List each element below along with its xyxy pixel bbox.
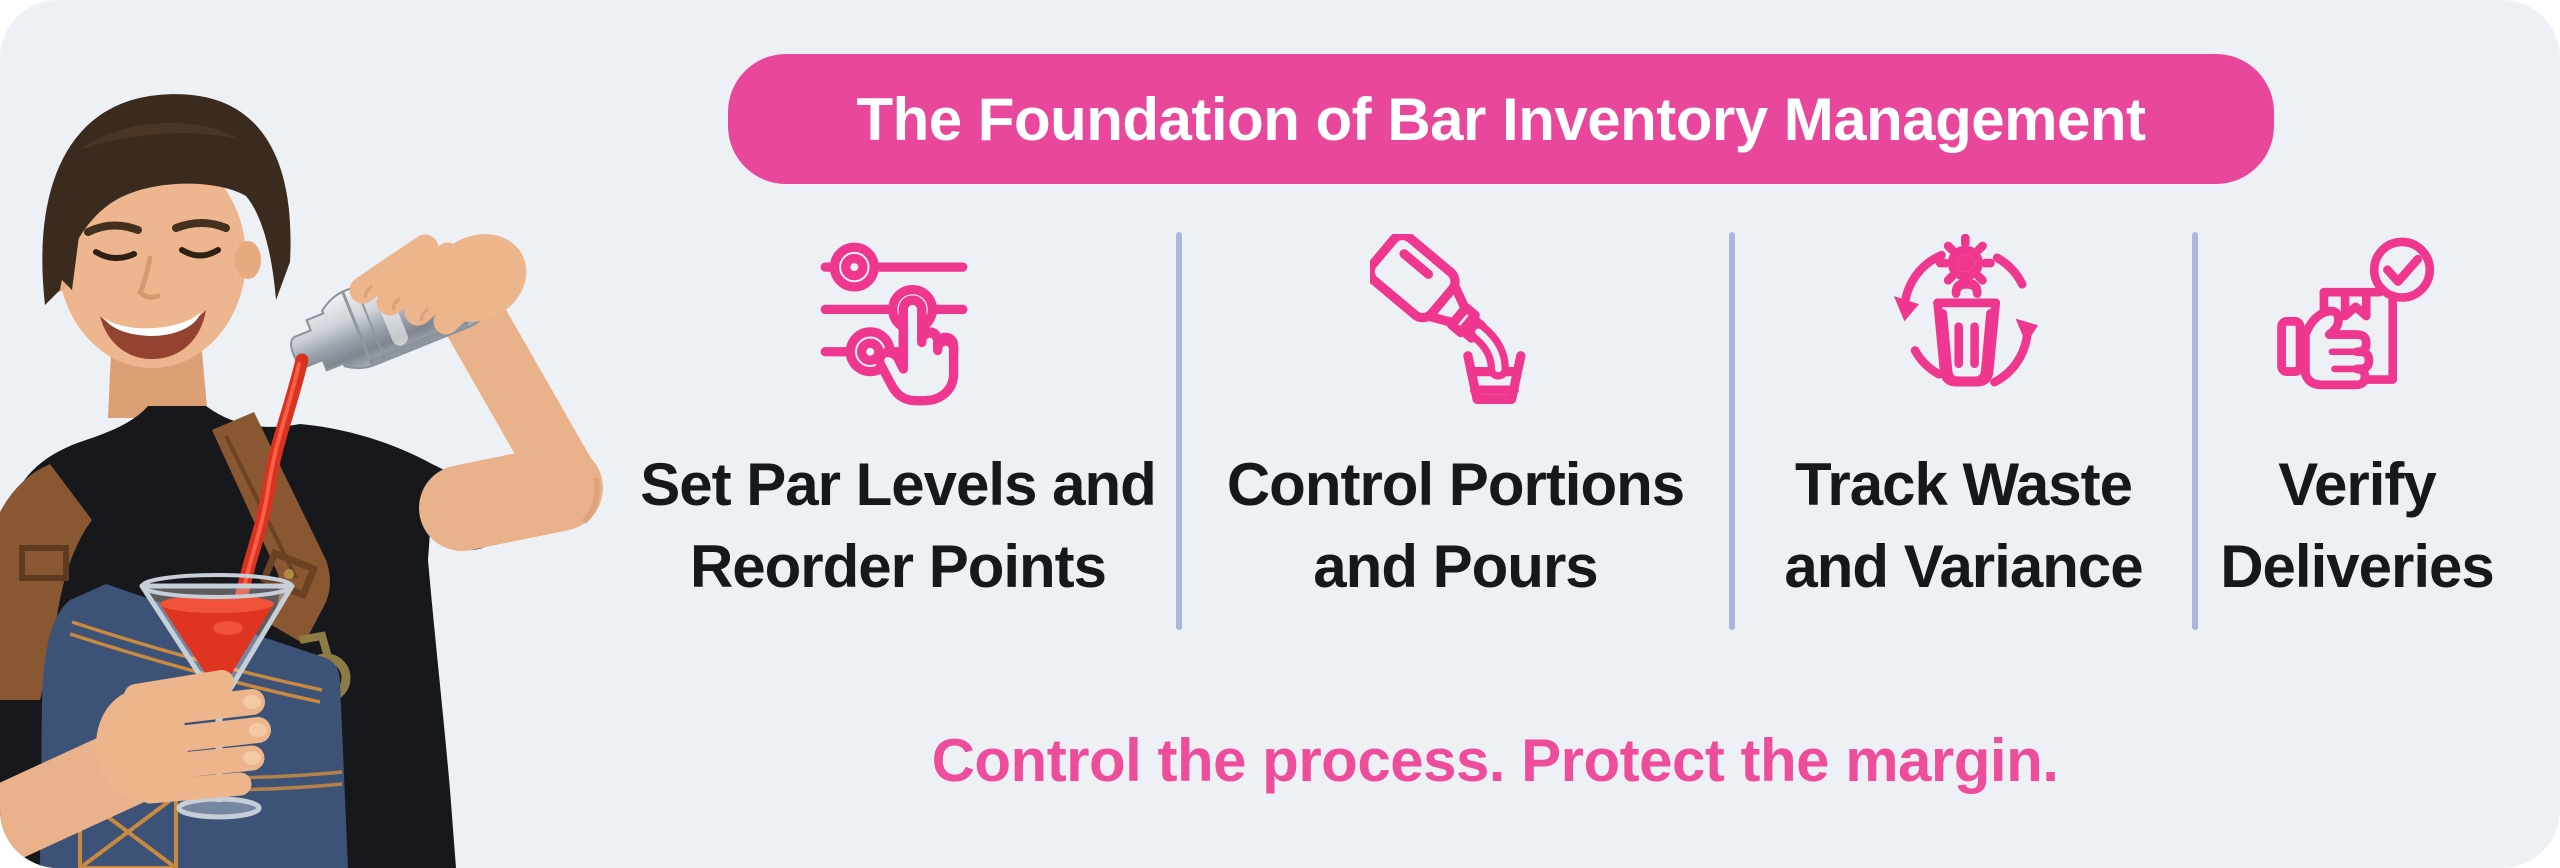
feature-columns: Set Par Levels and Reorder Points bbox=[620, 230, 2516, 630]
verify-deliveries-icon bbox=[2271, 230, 2443, 410]
page-title: The Foundation of Bar Inventory Manageme… bbox=[856, 85, 2146, 153]
column-track-waste: Track Waste and Variance bbox=[1735, 230, 2192, 608]
column-divider bbox=[2192, 232, 2198, 630]
title-banner: The Foundation of Bar Inventory Manageme… bbox=[728, 54, 2274, 184]
column-label-line: and Pours bbox=[1313, 533, 1598, 600]
column-divider bbox=[1729, 232, 1735, 630]
column-label-line: Verify bbox=[2278, 451, 2436, 518]
column-control-portions: Control Portions and Pours bbox=[1182, 230, 1729, 608]
column-divider bbox=[1176, 232, 1182, 630]
waste-variance-icon bbox=[1878, 230, 2050, 410]
column-label-line: Set Par Levels and bbox=[640, 451, 1157, 518]
column-set-par-levels: Set Par Levels and Reorder Points bbox=[620, 230, 1176, 608]
column-label-line: and Variance bbox=[1784, 533, 2143, 600]
bartender-illustration bbox=[0, 94, 603, 868]
bartender-photo bbox=[0, 0, 660, 868]
pour-spout-icon bbox=[1369, 230, 1542, 410]
column-verify-deliveries: Verify Deliveries bbox=[2198, 230, 2516, 608]
column-label-line: Control Portions bbox=[1226, 451, 1685, 518]
column-label-line: Track Waste bbox=[1795, 451, 2133, 518]
tagline: Control the process. Protect the margin. bbox=[931, 727, 2059, 794]
column-label-line: Deliveries bbox=[2220, 533, 2495, 600]
par-levels-sliders-icon bbox=[812, 230, 984, 410]
column-label-line: Reorder Points bbox=[689, 533, 1107, 600]
